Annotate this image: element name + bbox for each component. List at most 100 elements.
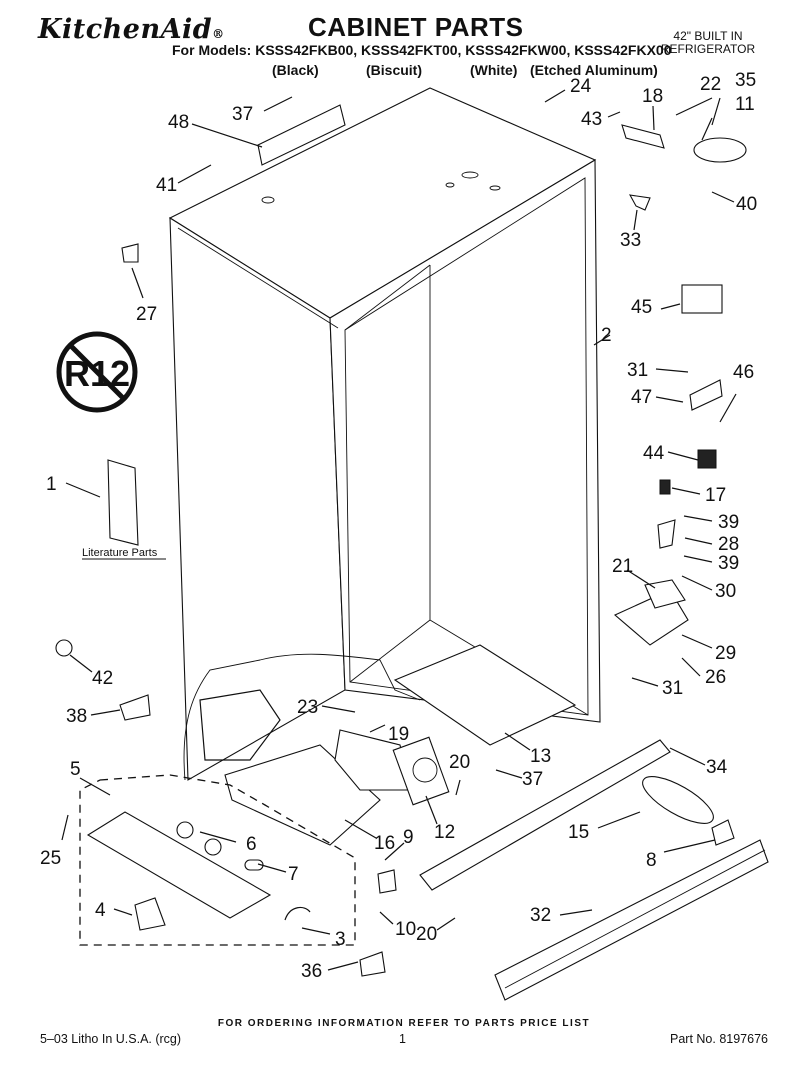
- callout-13: 13: [530, 746, 551, 767]
- callout-22: 22: [700, 74, 721, 95]
- callout-31-b: 31: [662, 678, 683, 699]
- callout-24: 24: [570, 76, 592, 97]
- callout-12: 12: [434, 822, 455, 843]
- lower-rail: [86, 811, 272, 919]
- callout-47: 47: [631, 387, 652, 408]
- callout-27: 27: [136, 304, 157, 325]
- brand-logo: KitchenAid®: [38, 14, 225, 45]
- callout-16: 16: [374, 833, 395, 854]
- callout-39-a: 39: [718, 512, 739, 533]
- callout-25: 25: [40, 848, 61, 869]
- bracket-33: [628, 194, 651, 211]
- variant-black: (Black): [272, 62, 319, 78]
- callout-33: 33: [620, 230, 641, 251]
- callout-34: 34: [706, 757, 728, 778]
- litho-note: 5–03 Litho In U.S.A. (rcg): [40, 1032, 182, 1046]
- condenser-duct: [334, 729, 411, 791]
- machine-compartment-outline: [183, 653, 421, 781]
- callout-10: 10: [395, 919, 416, 940]
- fan-shroud: [392, 736, 450, 806]
- callout-42: 42: [92, 668, 113, 689]
- hinge-pin-screw: [659, 479, 671, 495]
- grommet: [176, 821, 194, 839]
- clip: [119, 694, 151, 721]
- compressor-valve-assembly: [199, 689, 281, 761]
- callout-46: 46: [733, 362, 754, 383]
- leader-lines: [61, 89, 737, 971]
- callout-21: 21: [612, 556, 633, 577]
- callout-40: 40: [736, 194, 757, 215]
- callout-31-a: 31: [627, 360, 648, 381]
- brand-name: KitchenAid: [38, 14, 213, 45]
- product-type-line1: 42" BUILT IN: [673, 29, 743, 43]
- product-type: 42" BUILT IN REFRIGERATOR: [648, 30, 768, 56]
- variant-etched-aluminum: (Etched Aluminum): [530, 62, 658, 78]
- callout-41: 41: [156, 175, 177, 196]
- hinge-bracket: [644, 579, 686, 609]
- part-number: Part No. 8197676: [670, 1032, 768, 1046]
- callout-26: 26: [705, 667, 726, 688]
- clip-hook: [284, 906, 311, 921]
- page-number: 1: [399, 1032, 406, 1046]
- brand-mark: ®: [212, 27, 225, 41]
- clip-bracket: [134, 897, 166, 931]
- top-bracket: [257, 104, 346, 166]
- callout-23: 23: [297, 697, 318, 718]
- hinge-top: [621, 124, 665, 149]
- callout-20-b: 20: [416, 924, 437, 945]
- nut: [55, 639, 73, 657]
- product-type-line2: REFRIGERATOR: [660, 42, 756, 56]
- callout-17: 17: [705, 485, 726, 506]
- callout-32: 32: [530, 905, 551, 926]
- callout-29: 29: [715, 643, 736, 664]
- models-line: For Models: KSSS42FKB00, KSSS42FKT00, KS…: [172, 42, 672, 58]
- callout-5: 5: [70, 759, 81, 780]
- callout-37-b: 37: [522, 769, 543, 790]
- cam: [693, 137, 747, 163]
- clip-27: [121, 243, 139, 263]
- callout-15: 15: [568, 822, 589, 843]
- callout-9: 9: [403, 827, 414, 848]
- grille-bar: [419, 739, 671, 891]
- callout-7: 7: [288, 864, 299, 885]
- switch-box: [377, 869, 397, 894]
- callout-48: 48: [168, 112, 189, 133]
- callout-11: 11: [735, 94, 755, 115]
- part-callouts: 1 2 3 4 5 6 7 8 9 10 11 12 13 15 16 17 1…: [40, 70, 757, 982]
- callout-3: 3: [335, 929, 346, 950]
- callout-2: 2: [601, 325, 612, 346]
- callout-18: 18: [642, 86, 663, 107]
- callout-1: 1: [46, 474, 57, 495]
- hinge-link: [657, 519, 676, 549]
- literature-parts-label: Literature Parts: [82, 547, 158, 559]
- callout-38: 38: [66, 706, 87, 727]
- bracket-36: [359, 951, 386, 977]
- callout-19: 19: [388, 724, 409, 745]
- callout-4: 4: [95, 900, 106, 921]
- callout-35: 35: [735, 70, 756, 91]
- drain-pan: [224, 744, 381, 846]
- callout-39-b: 39: [718, 553, 739, 574]
- grommet: [204, 838, 222, 856]
- callout-36: 36: [301, 961, 322, 982]
- grille-group-outline: [79, 774, 356, 946]
- hinge-bearing: [697, 449, 717, 469]
- page-title: CABINET PARTS: [308, 12, 524, 42]
- variant-white: (White): [470, 62, 518, 78]
- callout-20-a: 20: [449, 752, 470, 773]
- callout-6: 6: [246, 834, 257, 855]
- callout-37-a: 37: [232, 104, 253, 125]
- variant-biscuit: (Biscuit): [366, 62, 422, 78]
- callout-8: 8: [646, 850, 657, 871]
- ordering-note: FOR ORDERING INFORMATION REFER TO PARTS …: [217, 1018, 591, 1029]
- condensate-filter: [642, 776, 714, 824]
- mounting-plate: [393, 644, 577, 746]
- callout-43: 43: [581, 109, 602, 130]
- callout-44: 44: [643, 443, 665, 464]
- small-bracket: [689, 379, 723, 411]
- callout-30: 30: [715, 581, 736, 602]
- knob: [711, 819, 735, 846]
- callout-28: 28: [718, 534, 739, 555]
- toe-kick-panel: [494, 839, 769, 1001]
